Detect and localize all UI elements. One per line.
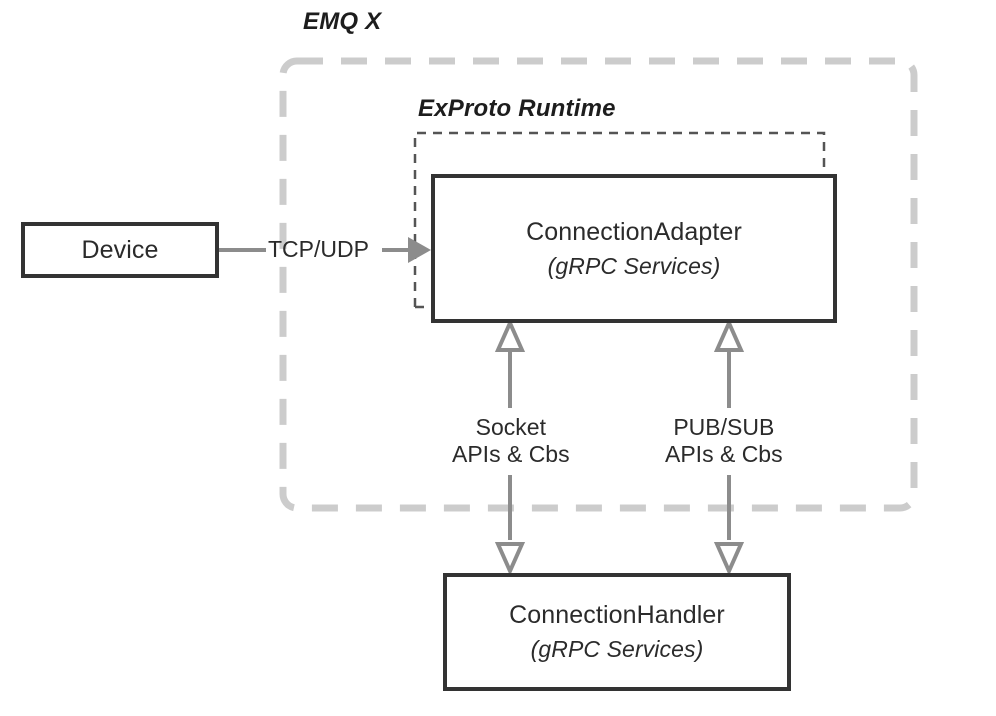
edge-label-socket-line2: APIs & Cbs bbox=[452, 441, 570, 468]
edge-label-pubsub-apis: PUB/SUB APIs & Cbs bbox=[665, 414, 783, 468]
node-connection-handler[interactable]: ConnectionHandler (gRPC Services) bbox=[443, 573, 791, 691]
edge-label-socket-line1: Socket bbox=[475, 414, 546, 440]
exproto-boundary bbox=[413, 131, 826, 307]
node-connection-adapter-title: ConnectionAdapter bbox=[526, 217, 742, 246]
pubsub-up-arrowhead bbox=[713, 318, 745, 352]
pubsub-down-arrowhead bbox=[713, 542, 745, 576]
edge-label-pubsub-line2: APIs & Cbs bbox=[665, 441, 783, 468]
exproto-group-title: ExProto Runtime bbox=[418, 95, 616, 122]
node-connection-handler-title: ConnectionHandler bbox=[509, 601, 725, 629]
socket-down-arrowhead bbox=[494, 542, 526, 576]
emqx-group-title: EMQ X bbox=[303, 8, 382, 35]
emqx-boundary bbox=[279, 57, 918, 512]
node-connection-adapter-subtitle: (gRPC Services) bbox=[547, 252, 721, 279]
node-connection-handler-subtitle: (gRPC Services) bbox=[530, 636, 704, 662]
node-device-title: Device bbox=[81, 235, 159, 264]
edge-label-tcp-udp: TCP/UDP bbox=[268, 236, 369, 262]
edge-label-socket-apis: Socket APIs & Cbs bbox=[452, 414, 570, 468]
node-device[interactable]: Device bbox=[21, 222, 219, 278]
node-connection-adapter[interactable]: ConnectionAdapter (gRPC Services) bbox=[431, 174, 837, 323]
socket-up-arrowhead bbox=[494, 318, 526, 352]
edge-label-pubsub-line1: PUB/SUB bbox=[673, 414, 775, 440]
device-adapter-arrowhead bbox=[408, 237, 431, 263]
